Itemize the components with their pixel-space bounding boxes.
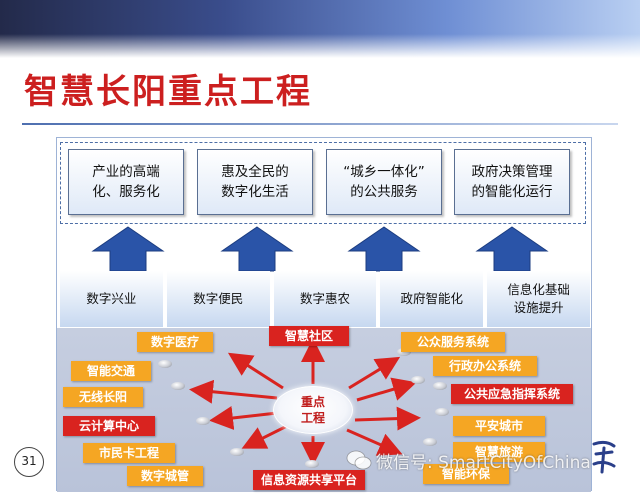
goal-box-4: 政府决策管理 的智能化运行 [454, 149, 570, 215]
project-emergency-command: 公共应急指挥系统 [451, 384, 573, 404]
pillar-gov-intelligence: 政府智能化 [380, 271, 484, 327]
node-dot [196, 417, 210, 425]
project-public-service-system: 公众服务系统 [401, 332, 505, 352]
wechat-watermark: 微信号: SmartCityOfChina [346, 446, 591, 474]
project-smart-environment: 智能环保 [423, 464, 509, 484]
node-dot [171, 382, 185, 390]
project-citizen-card: 市民卡工程 [83, 443, 175, 463]
project-digital-medical: 数字医疗 [137, 332, 213, 352]
goal-box-3: “城乡一体化” 的公共服务 [326, 149, 442, 215]
node-dot [435, 408, 449, 416]
header-band [0, 0, 640, 58]
up-arrow-icon [475, 226, 549, 272]
node-dot [158, 360, 172, 368]
project-smart-transport: 智能交通 [71, 361, 151, 381]
page-number: 31 [14, 447, 44, 477]
node-dot [230, 448, 244, 456]
node-dot [305, 460, 319, 468]
node-dot [423, 438, 437, 446]
up-arrow-icon [91, 226, 165, 272]
project-safe-city: 平安城市 [453, 416, 545, 436]
node-dot [433, 382, 447, 390]
up-arrow-icon [347, 226, 421, 272]
node-dot [397, 348, 411, 356]
center-key-projects: 重点 工程 [273, 386, 353, 434]
project-info-sharing-platform: 信息资源共享平台 [253, 470, 365, 490]
project-cloud-computing: 云计算中心 [63, 416, 155, 436]
pillar-digital-industry: 数字兴业 [60, 271, 163, 327]
header-fade [0, 34, 640, 58]
pillar-infrastructure: 信息化基础 设施提升 [487, 271, 590, 327]
brand-logo-icon [592, 440, 616, 474]
project-smart-community: 智慧社区 [269, 326, 349, 346]
project-wireless-changyang: 无线长阳 [63, 387, 143, 407]
goal-box-2: 惠及全民的 数字化生活 [197, 149, 313, 215]
up-arrow-icon [220, 226, 294, 272]
project-digital-urban-mgmt: 数字城管 [127, 466, 203, 486]
page-title: 智慧长阳重点工程 [24, 72, 312, 112]
goal-box-1: 产业的高端 化、服务化 [68, 149, 184, 215]
project-smart-tourism: 智慧旅游 [453, 442, 545, 462]
node-dot [411, 376, 425, 384]
pillar-digital-convenience: 数字便民 [166, 271, 270, 327]
wechat-icon [346, 450, 372, 470]
goals-group: 产业的高端 化、服务化 惠及全民的 数字化生活 “城乡一体化” 的公共服务 政府… [60, 142, 586, 224]
pillars-row: 数字兴业 数字便民 数字惠农 政府智能化 信息化基础 设施提升 [60, 271, 590, 327]
project-admin-office-system: 行政办公系统 [433, 356, 537, 376]
diagram-frame: 产业的高端 化、服务化 惠及全民的 数字化生活 “城乡一体化” 的公共服务 政府… [56, 137, 592, 492]
watermark-text: 微信号: SmartCityOfChina [376, 452, 591, 473]
title-underline [22, 123, 618, 125]
pillar-digital-agriculture: 数字惠农 [273, 271, 377, 327]
